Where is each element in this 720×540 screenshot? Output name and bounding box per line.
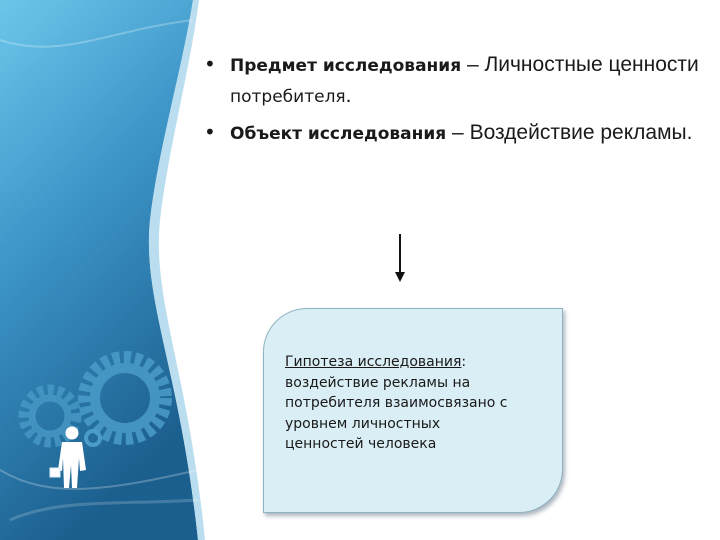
hypothesis-line: потребителя взаимосвязано с (285, 395, 508, 411)
gear-icon (78, 351, 172, 445)
subject-end: . (345, 84, 352, 107)
object-dash: – (446, 121, 470, 144)
gear-icon (84, 429, 102, 447)
object-end: . (686, 121, 693, 144)
hypothesis-line: воздействие рекламы на (285, 374, 471, 391)
bullet-object: • Объект исследования – Воздействие рекл… (200, 118, 700, 149)
subject-dash: – (461, 53, 485, 76)
hypothesis-line: уровнем личностных (285, 415, 441, 432)
bullet-subject: • Предмет исследования – Личностные ценн… (200, 50, 700, 112)
hypothesis-box (263, 308, 563, 513)
hypothesis-heading: Гипотеза исследования: (285, 352, 550, 373)
businessman-icon (49, 426, 86, 488)
gear-icon (18, 384, 82, 448)
bullet-marker: • (204, 52, 216, 76)
hypothesis-title: Гипотеза исследования (285, 354, 462, 370)
hypothesis-text: Гипотеза исследования: воздействие рекла… (285, 352, 550, 455)
object-desc: Воздействие рекламы (469, 121, 687, 144)
hypothesis-line: ценностей человека (285, 436, 437, 452)
bullet-marker: • (204, 120, 216, 144)
subject-desc-tail: потребителя (230, 87, 346, 107)
subject-desc: Личностные ценности (484, 53, 699, 76)
hypothesis-colon: : (461, 354, 467, 370)
object-term: Объект исследования (230, 124, 447, 144)
subject-term: Предмет исследования (230, 56, 462, 76)
down-arrow-icon (395, 234, 405, 282)
bullet-list: • Предмет исследования – Личностные ценн… (200, 50, 700, 155)
